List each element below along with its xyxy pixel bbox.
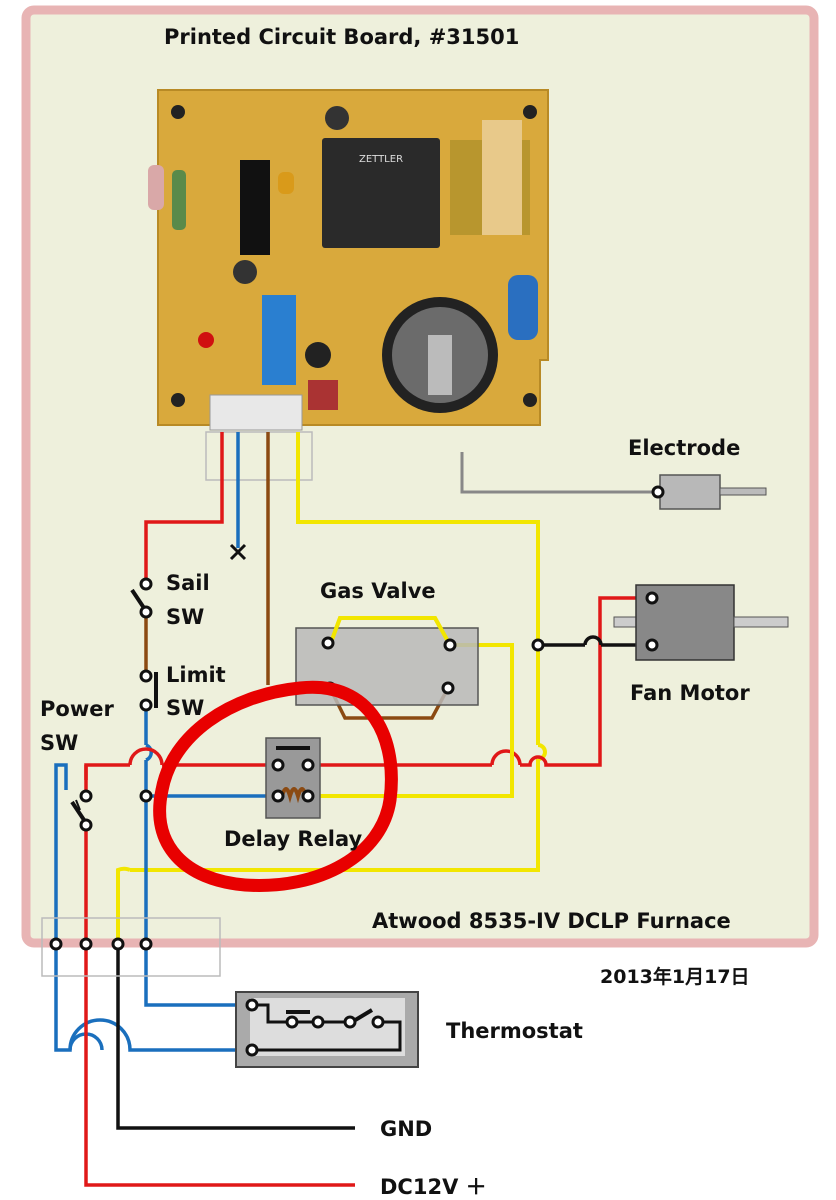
furnace-label: Atwood 8535-IV DCLP Furnace <box>372 909 731 933</box>
highlight-circle <box>153 680 398 892</box>
thermostat-label: Thermostat <box>446 1019 583 1043</box>
limit-sw-label-2: SW <box>166 696 204 720</box>
electrode-label: Electrode <box>628 436 740 460</box>
fan-motor-label: Fan Motor <box>630 681 750 705</box>
thermostat-icon <box>235 991 419 1068</box>
fan-motor-icon <box>613 584 789 661</box>
pcb-photo: ZETTLER <box>148 89 549 431</box>
svg-text:ZETTLER: ZETTLER <box>359 154 403 165</box>
gas-valve-label: Gas Valve <box>320 579 436 603</box>
gnd-label: GND <box>380 1117 432 1141</box>
delay-relay-label: Delay Relay <box>224 827 363 851</box>
relay-icon <box>265 737 321 819</box>
sail-switch-icon <box>130 577 153 619</box>
sail-sw-label-1: Sail <box>166 571 210 595</box>
dc12v-label: DC12V ＋ <box>380 1175 487 1199</box>
terminal-block <box>41 917 221 977</box>
pcb-connector-box <box>205 431 313 481</box>
limit-switch-icon <box>139 669 158 712</box>
pcb-title: Printed Circuit Board, #31501 <box>164 25 519 49</box>
electrode-icon <box>460 452 767 510</box>
power-switch-icon <box>70 789 93 832</box>
limit-sw-label-1: Limit <box>166 663 226 687</box>
power-sw-label-1: Power <box>40 697 114 721</box>
date-label: 2013年1月17日 <box>600 965 750 988</box>
sail-sw-label-2: SW <box>166 605 204 629</box>
terminal-dots <box>49 638 545 951</box>
power-sw-label-2: SW <box>40 731 78 755</box>
